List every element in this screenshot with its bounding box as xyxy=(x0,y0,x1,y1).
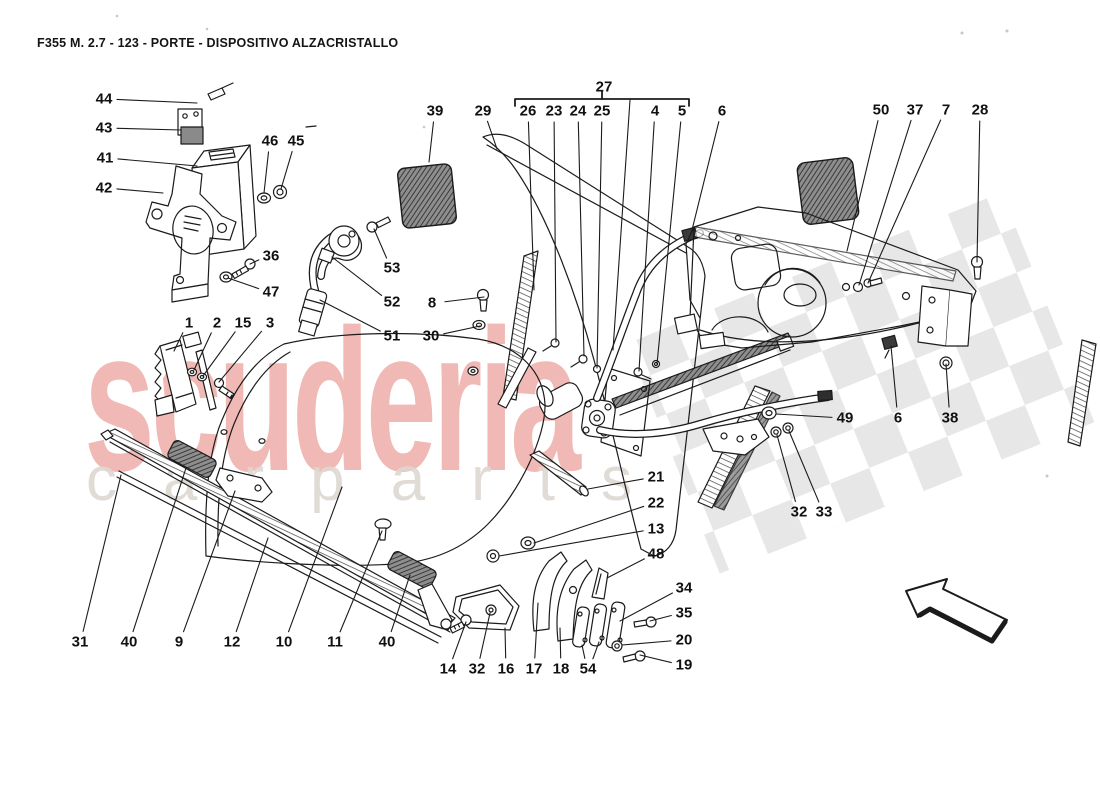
leader-line-40 xyxy=(390,574,411,633)
leader-line-47 xyxy=(227,277,260,290)
leader-line-26 xyxy=(527,121,535,291)
leader-line-33 xyxy=(788,430,820,503)
leader-line-15 xyxy=(202,331,236,377)
leader-line-43 xyxy=(116,127,182,131)
pad-39 xyxy=(397,163,457,229)
direction-arrow-icon xyxy=(905,578,1008,644)
leader-line-52 xyxy=(331,256,383,296)
leader-line-4 xyxy=(638,121,655,372)
door-inner-panel xyxy=(673,206,984,370)
scan-speckles xyxy=(115,14,1049,478)
leader-line-25 xyxy=(596,121,603,369)
leader-line-5 xyxy=(656,121,682,365)
leader-line-23 xyxy=(553,121,557,343)
leader-lines xyxy=(82,98,981,664)
leader-line-42 xyxy=(116,188,164,194)
leader-line-50 xyxy=(846,120,879,252)
leader-line-34 xyxy=(619,592,673,622)
leader-line-7 xyxy=(867,119,942,284)
leader-line-48 xyxy=(606,558,645,579)
glass-bottom-fittings xyxy=(449,450,657,663)
leader-line-45 xyxy=(280,150,293,190)
leader-line-51 xyxy=(319,299,381,332)
leader-line-10 xyxy=(288,486,343,633)
leader-line-19 xyxy=(639,654,672,664)
cable-device-51 xyxy=(298,216,392,337)
sill-rails xyxy=(100,428,456,644)
leader-line-28 xyxy=(976,120,981,263)
leader-line-16 xyxy=(504,627,507,659)
door-glass-upper-29 xyxy=(482,133,706,557)
leader-line-37 xyxy=(858,119,912,286)
leader-line-40 xyxy=(132,467,187,633)
rear-guide-rail xyxy=(596,339,1097,511)
leader-line-54 xyxy=(592,641,600,660)
leader-line-3 xyxy=(218,330,263,383)
leader-line-12 xyxy=(235,537,269,633)
leader-line-9 xyxy=(182,490,236,633)
leader-line-41 xyxy=(117,158,198,167)
leader-line-18 xyxy=(559,627,562,659)
drawing-title: F355 M. 2.7 - 123 - PORTE - DISPOSITIVO … xyxy=(37,36,399,50)
pad-50 xyxy=(796,157,860,225)
leader-line-6 xyxy=(690,121,720,235)
leader-line-6 xyxy=(890,345,898,408)
leader-line-32 xyxy=(479,612,491,659)
regulator-channels xyxy=(497,250,795,416)
hinge-plate-43-44 xyxy=(177,82,317,145)
leader-line-13 xyxy=(498,530,644,557)
leader-line-2 xyxy=(193,332,212,371)
leader-line-31 xyxy=(82,474,122,632)
window-lift-motor xyxy=(467,226,704,457)
glass-guide-1 xyxy=(154,331,235,417)
leader-line-46 xyxy=(263,151,270,194)
leader-line-32 xyxy=(776,434,796,502)
leader-line-21 xyxy=(587,478,644,490)
leader-line-1 xyxy=(173,332,184,352)
leader-line-35 xyxy=(649,614,672,622)
leader-line-49 xyxy=(775,413,833,418)
leader-line-24 xyxy=(577,121,585,357)
leader-line-53 xyxy=(373,228,388,259)
leader-line-39 xyxy=(428,121,435,163)
leader-line-11 xyxy=(339,530,383,633)
leader-line-30 xyxy=(443,325,481,335)
leader-line-14 xyxy=(452,621,467,660)
checkered-flag-watermark xyxy=(626,192,1095,574)
leader-line-20 xyxy=(621,640,672,646)
leader-line-44 xyxy=(116,98,198,104)
leader-line-54 xyxy=(581,644,586,659)
leader-line-36 xyxy=(249,259,260,265)
leader-line-17 xyxy=(534,602,539,659)
leader-line-38 xyxy=(945,363,950,408)
leader-line-22 xyxy=(533,505,645,544)
leader-line-8 xyxy=(444,296,485,303)
group-bracket-27 xyxy=(514,91,690,351)
mount-bracket-42 xyxy=(145,165,237,303)
leader-line-29 xyxy=(486,120,498,150)
